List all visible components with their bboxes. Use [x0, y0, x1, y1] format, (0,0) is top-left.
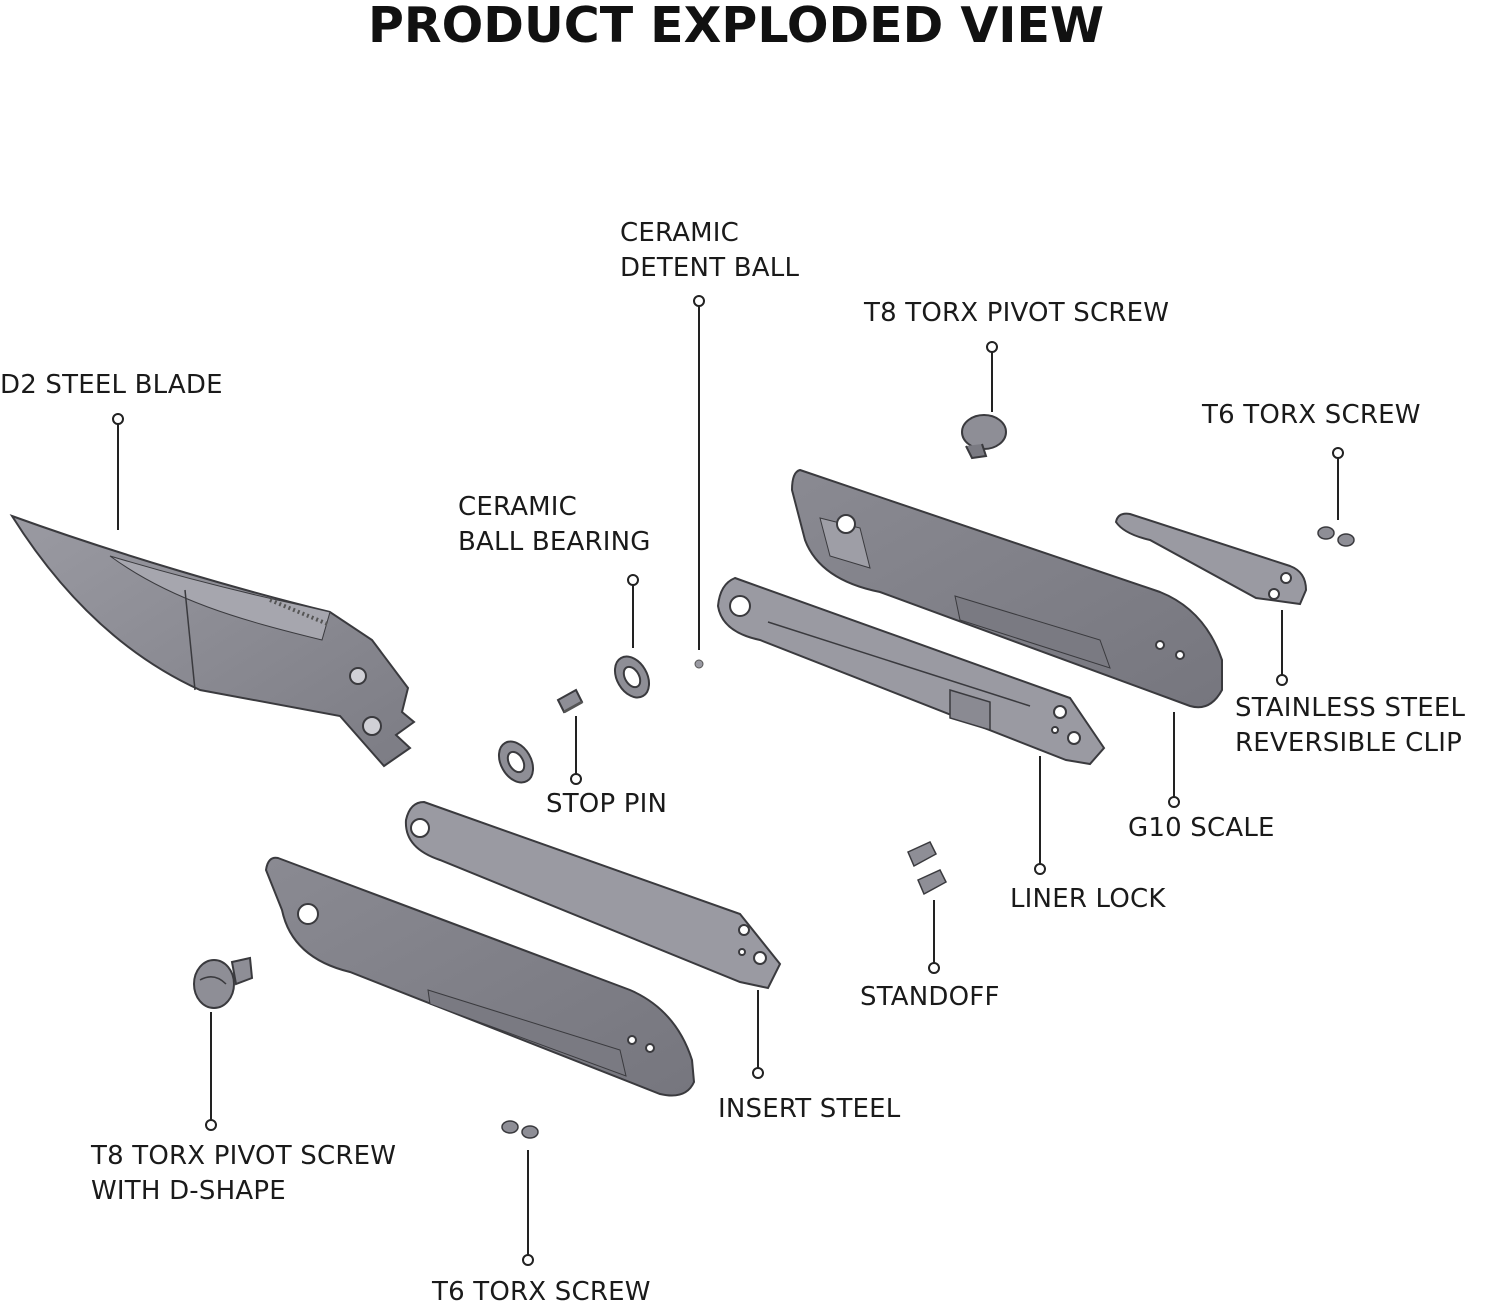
label-t8-pivot-screw-d-shape: T8 TORX PIVOT SCREW WITH D-SHAPE	[91, 1139, 396, 1209]
label-stainless-steel-clip: STAINLESS STEEL REVERSIBLE CLIP	[1235, 691, 1465, 761]
liner-lock	[716, 576, 1106, 766]
label-ceramic-detent-ball: CERAMIC DETENT BALL	[620, 216, 799, 286]
label-line: STAINLESS STEEL	[1235, 693, 1466, 723]
label-line: CERAMIC	[620, 218, 740, 248]
leader-lines	[112, 295, 1344, 1266]
label-line: DETENT BALL	[620, 253, 800, 283]
page-title: PRODUCT EXPLODED VIEW	[367, 0, 1105, 54]
label-ceramic-ball-bearing: CERAMIC BALL BEARING	[458, 490, 651, 560]
g10-scale-bottom	[264, 856, 696, 1097]
label-g10-scale: G10 SCALE	[1128, 811, 1275, 846]
stainless-steel-reversible-clip	[1114, 512, 1308, 606]
label-line: G10 SCALE	[1128, 813, 1275, 843]
stop-pin	[556, 688, 584, 714]
label-line: INSERT STEEL	[718, 1094, 901, 1124]
ceramic-detent-ball	[694, 659, 704, 669]
label-line: REVERSIBLE CLIP	[1235, 728, 1462, 758]
label-line: WITH D-SHAPE	[91, 1176, 286, 1206]
label-line: D2 STEEL BLADE	[0, 370, 223, 400]
label-line: T6 TORX SCREW	[1202, 400, 1421, 430]
standoff	[907, 841, 947, 896]
label-line: T8 TORX PIVOT SCREW	[864, 298, 1170, 328]
label-line: STANDOFF	[860, 982, 1000, 1012]
label-line: T6 TORX SCREW	[432, 1277, 651, 1307]
label-line: T8 TORX PIVOT SCREW	[91, 1141, 397, 1171]
label-line: BALL BEARING	[458, 527, 651, 557]
label-insert-steel: INSERT STEEL	[718, 1092, 901, 1127]
label-liner-lock: LINER LOCK	[1010, 882, 1166, 917]
t8-torx-pivot-screw-d-shape	[193, 956, 254, 1009]
t8-torx-pivot-screw-top	[961, 414, 1007, 460]
d2-steel-blade	[9, 514, 416, 768]
label-t6-torx-screw-top: T6 TORX SCREW	[1202, 398, 1421, 433]
label-line: CERAMIC	[458, 492, 578, 522]
label-standoff: STANDOFF	[860, 980, 1000, 1015]
label-d2-steel-blade: D2 STEEL BLADE	[0, 368, 223, 403]
label-t8-torx-pivot-screw: T8 TORX PIVOT SCREW	[864, 296, 1169, 331]
g10-scale	[790, 468, 1223, 709]
label-stop-pin: STOP PIN	[546, 787, 667, 822]
label-line: STOP PIN	[546, 789, 668, 819]
t6-torx-screw-top	[1317, 526, 1355, 547]
insert-steel	[404, 800, 782, 990]
t6-torx-screw-bottom	[501, 1120, 539, 1139]
label-t6-torx-screw-bottom: T6 TORX SCREW	[432, 1275, 651, 1310]
ceramic-ball-bearing	[497, 655, 651, 784]
label-line: LINER LOCK	[1010, 884, 1166, 914]
